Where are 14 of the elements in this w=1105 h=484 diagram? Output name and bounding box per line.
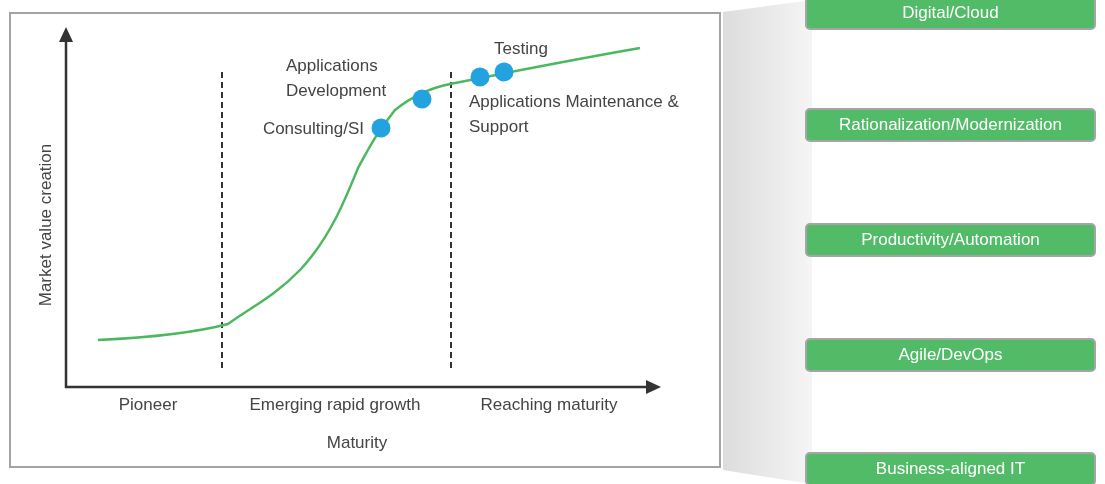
stage-label: Emerging rapid growth bbox=[249, 394, 421, 416]
category-box: Productivity/Automation bbox=[805, 223, 1096, 257]
point-label: Consulting/SI bbox=[262, 118, 364, 140]
point-label: Applications Maintenance & Support bbox=[469, 91, 680, 138]
axis-title: Maturity bbox=[326, 432, 388, 454]
category-box: Digital/Cloud bbox=[805, 0, 1096, 30]
point-label: Testing bbox=[494, 38, 548, 60]
point-label: Applications Development bbox=[286, 55, 388, 102]
stage-label: Reaching maturity bbox=[480, 394, 618, 416]
category-box: Agile/DevOps bbox=[805, 338, 1096, 372]
category-box: Rationalization/Modernization bbox=[805, 108, 1096, 142]
axis-title: Market value creation bbox=[36, 143, 56, 307]
category-box: Business-aligned IT bbox=[805, 452, 1096, 484]
stage-label: Pioneer bbox=[118, 394, 178, 416]
